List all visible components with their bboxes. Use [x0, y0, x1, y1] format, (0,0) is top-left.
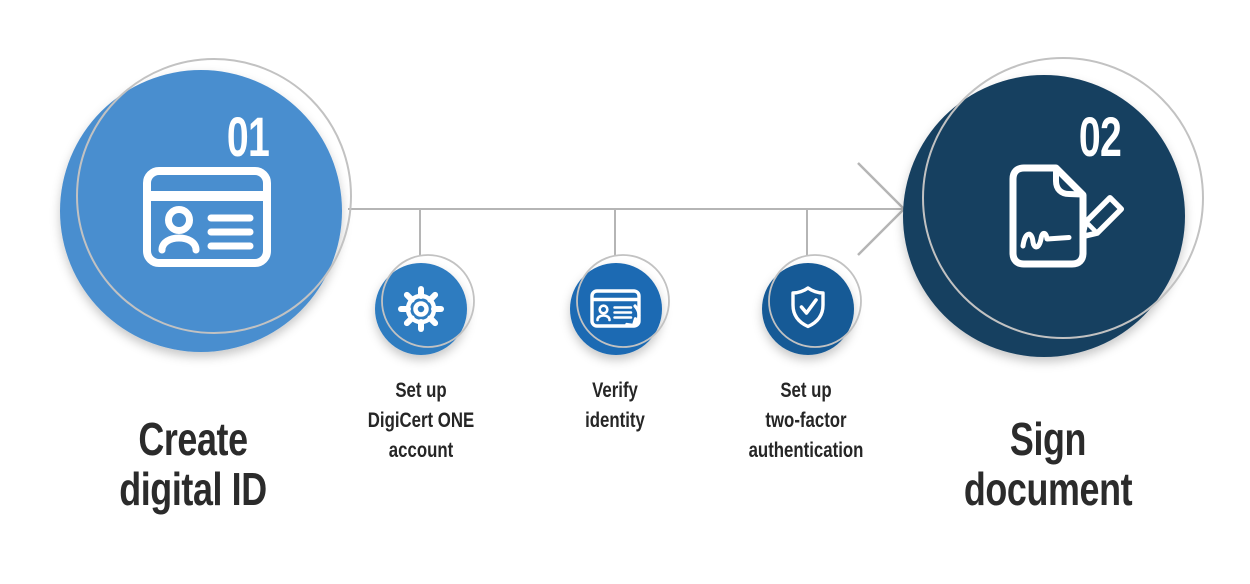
end-outline-circle [922, 57, 1204, 339]
id-card-icon [143, 167, 271, 267]
step2-label: Verify identity [585, 379, 645, 432]
end-circle [903, 75, 1185, 357]
step3-outline-circle [768, 254, 862, 348]
connector-lines [348, 162, 906, 256]
step1-circle [375, 263, 467, 355]
step2-outline-circle [576, 254, 670, 348]
start-outline-circle [76, 58, 352, 334]
start-circle [60, 70, 342, 352]
document-pen-icon [1009, 164, 1125, 268]
step-number-02: 02 [1078, 105, 1122, 168]
step2-circle [570, 263, 662, 355]
step-number-01: 01 [226, 105, 270, 168]
step1-outline-circle [381, 254, 475, 348]
start-label: Create digital ID [119, 413, 267, 515]
step3-label: Set up two-factor authentication [748, 379, 864, 462]
step1-label: Set up DigiCert ONE account [367, 379, 475, 462]
end-label: Sign document [963, 413, 1133, 515]
gear-icon [398, 286, 444, 332]
id-card-check-icon [590, 289, 641, 328]
shield-check-icon [791, 286, 825, 329]
